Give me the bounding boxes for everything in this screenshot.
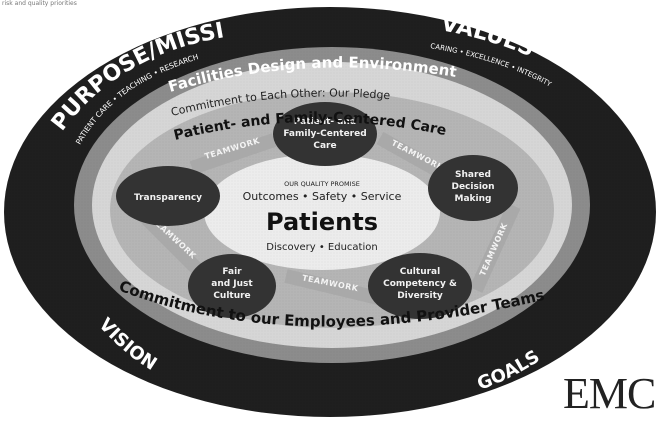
node-bottom-left-line-3: Culture — [213, 291, 250, 301]
node-top-line-1: Patient- and — [294, 117, 356, 127]
node-bottom-right-line-2: Competency & — [383, 279, 457, 289]
node-top: Patient- and Family-Centered Care — [273, 102, 377, 166]
emc-logo: EMC — [563, 369, 656, 418]
center-discovery: Discovery • Education — [266, 242, 377, 253]
node-bottom-left-line-2: and Just — [211, 279, 253, 289]
node-bottom-right-line-1: Cultural — [400, 267, 440, 277]
node-bottom-right: Cultural Competency & Diversity — [368, 253, 472, 319]
node-right-line-2: Decision — [451, 182, 494, 192]
node-bottom-right-line-3: Diversity — [397, 291, 443, 301]
center-patients: Patients — [266, 208, 378, 236]
center-outcomes: Outcomes • Safety • Service — [243, 190, 402, 203]
grain-overlay — [4, 7, 656, 417]
node-left: Transparency — [116, 166, 220, 226]
node-right: Shared Decision Making — [428, 155, 518, 221]
center-promise: OUR QUALITY PROMISE — [284, 180, 360, 188]
node-left-line-1: Transparency — [134, 193, 202, 203]
node-bottom-left: Fair and Just Culture — [188, 254, 276, 318]
node-right-line-1: Shared — [455, 170, 491, 180]
node-top-line-3: Care — [313, 141, 336, 151]
node-top-line-2: Family-Centered — [283, 129, 366, 139]
node-right-line-3: Making — [455, 194, 492, 204]
top-fragment: risk and quality priorities — [2, 0, 77, 7]
node-bottom-left-line-1: Fair — [222, 267, 242, 277]
